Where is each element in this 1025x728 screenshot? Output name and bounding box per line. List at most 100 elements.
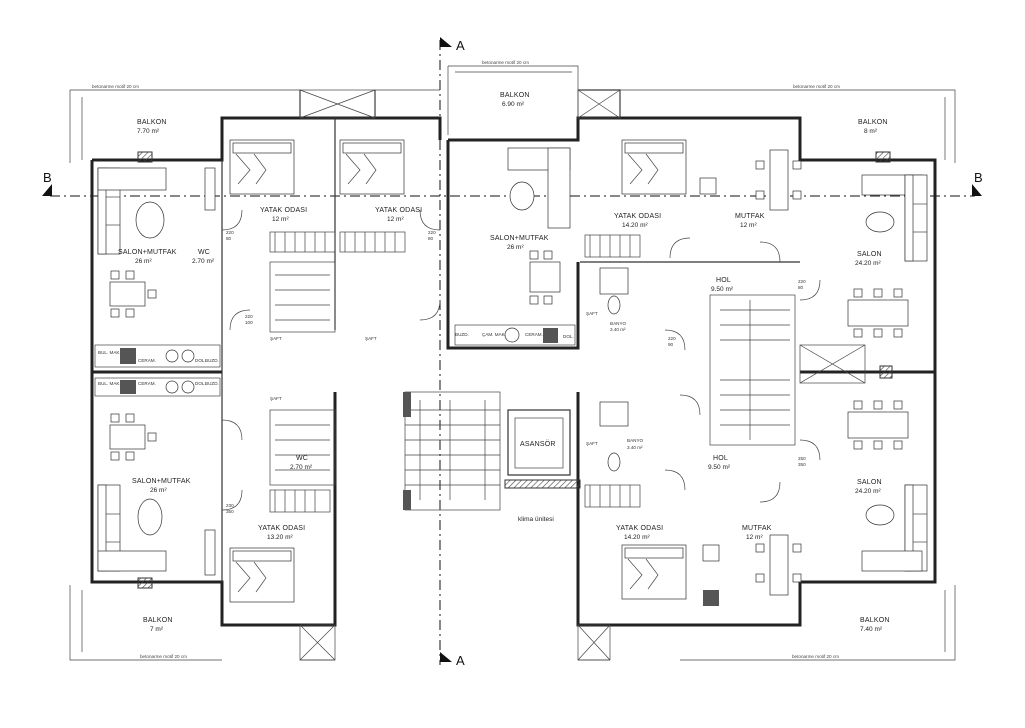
dim-90-1: 90 — [668, 342, 674, 347]
room-name-mutfak-br: MUTFAK — [742, 525, 772, 532]
saft-label-2: ŞAFT — [365, 336, 377, 341]
note-bottom-left: betonarme motif 20 cm — [140, 654, 187, 659]
room-area-balkon-tl: 7.70 m² — [137, 128, 160, 135]
room-name-salon-br: SALON — [857, 479, 882, 486]
saft-label-1: ŞAFT — [270, 336, 282, 341]
note-klima: klima ünitesi — [518, 516, 554, 523]
room-area-balkon-br: 7.40 m² — [860, 626, 883, 633]
room-name-asansor: ASANSÖR — [520, 440, 556, 448]
room-name-salon-tr: SALON — [857, 251, 882, 258]
room-area-salon-tl: 26 m² — [135, 258, 152, 265]
room-name-wc-tl: WC — [198, 249, 210, 256]
dim-220-3: 220 — [798, 279, 806, 284]
bul-mak-label-2: BUL. MAK. — [98, 381, 121, 386]
room-name-balkon-tl: BALKON — [137, 119, 167, 126]
room-name-salon-tl: SALON+MUTFAK — [118, 249, 177, 256]
room-area-mutfak-tr: 12 m² — [740, 222, 757, 229]
axis-a-bottom-label: A — [456, 653, 465, 668]
room-name-salon-bl: SALON+MUTFAK — [132, 478, 191, 485]
room-area-balkon-tc: 6.90 m² — [502, 101, 525, 108]
room-name-yatak-tr: YATAK ODASI — [614, 213, 661, 220]
dim-350-1: 350 — [798, 462, 806, 467]
room-name-yatak-tl1: YATAK ODASI — [260, 207, 307, 214]
room-name-yatak-bl: YATAK ODASI — [258, 525, 305, 532]
ceram-label-2: CERAM. — [138, 381, 156, 386]
saft-label-3: ŞAFT — [270, 396, 282, 401]
room-area-yatak-tl1: 12 m² — [272, 216, 289, 223]
room-area-wc-tl: 2.70 m² — [192, 258, 215, 265]
axis-b-left-label: B — [43, 170, 52, 185]
room-name-mutfak-tr: MUTFAK — [735, 213, 765, 220]
buzd-label-1: BUZD. — [455, 332, 469, 337]
dim-220-2: 220 — [428, 230, 436, 235]
note-bottom-right: betonarme motif 20 cm — [792, 654, 839, 659]
buzd-label-3: BUZD. — [205, 381, 219, 386]
dimension-labels: 220 80 220 80 220 80 250 350 230 350 220… — [226, 230, 806, 514]
dim-80-2: 80 — [428, 236, 434, 241]
note-top-center: betonarme motif 20 cm — [482, 60, 529, 65]
note-top-right: betonarme motif 20 cm — [793, 84, 840, 89]
dol-label-2: DOL. — [195, 358, 206, 363]
notes: betonarme motif 20 cm betonarme motif 20… — [92, 60, 840, 659]
room-labels: BALKON 7.70 m² YATAK ODASI 12 m² YATAK O… — [118, 92, 890, 633]
axis-b-right-marker — [972, 184, 982, 196]
room-name-yatak-tl2: YATAK ODASI — [375, 207, 422, 214]
saft-label-5: ŞAFT — [586, 441, 598, 446]
room-name-hol-br: HOL — [713, 455, 728, 462]
room-name-salon-tc: SALON+MUTFAK — [490, 235, 549, 242]
dim-350-2: 350 — [226, 509, 234, 514]
room-name-balkon-br: BALKON — [860, 617, 890, 624]
bul-mak-label-1: BUL. MAK. — [98, 350, 121, 355]
dim-220-4: 220 — [245, 314, 253, 319]
room-area-balkon-bl: 7 m² — [150, 626, 164, 633]
fixture-labels: ŞAFT ŞAFT ŞAFT ŞAFT ŞAFT BUL. MAK. BUL. … — [98, 311, 598, 446]
room-area-banyo-br: 3.40 m² — [627, 445, 643, 450]
furniture — [94, 139, 928, 606]
dol-label-1: DOL. — [563, 334, 574, 339]
ceram-label-1: CERAM. — [138, 358, 156, 363]
room-name-balkon-tr: BALKON — [858, 119, 888, 126]
note-top-left: betonarme motif 20 cm — [92, 84, 139, 89]
room-name-banyo-tr: BANYO — [610, 321, 627, 326]
room-name-balkon-bl: BALKON — [143, 617, 173, 624]
dim-220-1: 220 — [226, 230, 234, 235]
room-name-hol-tr: HOL — [716, 277, 731, 284]
cam-mak-label: ÇAM. MAK. — [482, 332, 506, 337]
room-name-wc-bl: WC — [296, 455, 308, 462]
dim-100-1: 100 — [245, 320, 253, 325]
room-area-hol-br: 9.50 m² — [708, 464, 731, 471]
buzd-label-2: BUZD. — [205, 358, 219, 363]
room-area-salon-bl: 26 m² — [150, 487, 167, 494]
elevator — [504, 409, 581, 489]
dim-220-5: 220 — [668, 336, 676, 341]
dim-230-1: 230 — [226, 503, 234, 508]
doors — [221, 209, 821, 511]
room-area-yatak-tl2: 12 m² — [387, 216, 404, 223]
dol-label-3: DOL. — [195, 381, 206, 386]
axis-a-bottom-marker — [440, 652, 452, 662]
axis-b-left-marker — [42, 184, 52, 196]
room-area-balkon-tr: 8 m² — [864, 128, 878, 135]
stairs — [269, 231, 796, 513]
room-area-hol-tr: 9.50 m² — [711, 286, 734, 293]
saft-label-4: ŞAFT — [586, 311, 598, 316]
axis-b-right-label: B — [974, 170, 983, 185]
ceram-label-3: CERAM. — [525, 332, 543, 337]
room-area-salon-tc: 26 m² — [507, 244, 524, 251]
room-area-yatak-bl: 13.20 m² — [267, 534, 293, 541]
dim-80-1: 80 — [226, 236, 232, 241]
room-area-wc-bl: 2.70 m² — [290, 464, 313, 471]
shafts — [137, 89, 893, 661]
dim-250-1: 250 — [798, 456, 806, 461]
room-name-yatak-br: YATAK ODASI — [616, 525, 663, 532]
room-area-salon-br: 24.20 m² — [855, 488, 881, 495]
axis-a-top-marker — [440, 37, 452, 47]
room-area-banyo-tr: 3.40 m² — [610, 327, 626, 332]
room-area-yatak-tr: 14.20 m² — [622, 222, 648, 229]
room-name-banyo-br: BANYO — [627, 438, 644, 443]
room-area-salon-tr: 24.20 m² — [855, 260, 881, 267]
dim-80-3: 80 — [798, 285, 804, 290]
room-area-yatak-br: 14.20 m² — [624, 534, 650, 541]
room-name-balkon-tc: BALKON — [500, 92, 530, 99]
room-area-mutfak-br: 12 m² — [746, 534, 763, 541]
